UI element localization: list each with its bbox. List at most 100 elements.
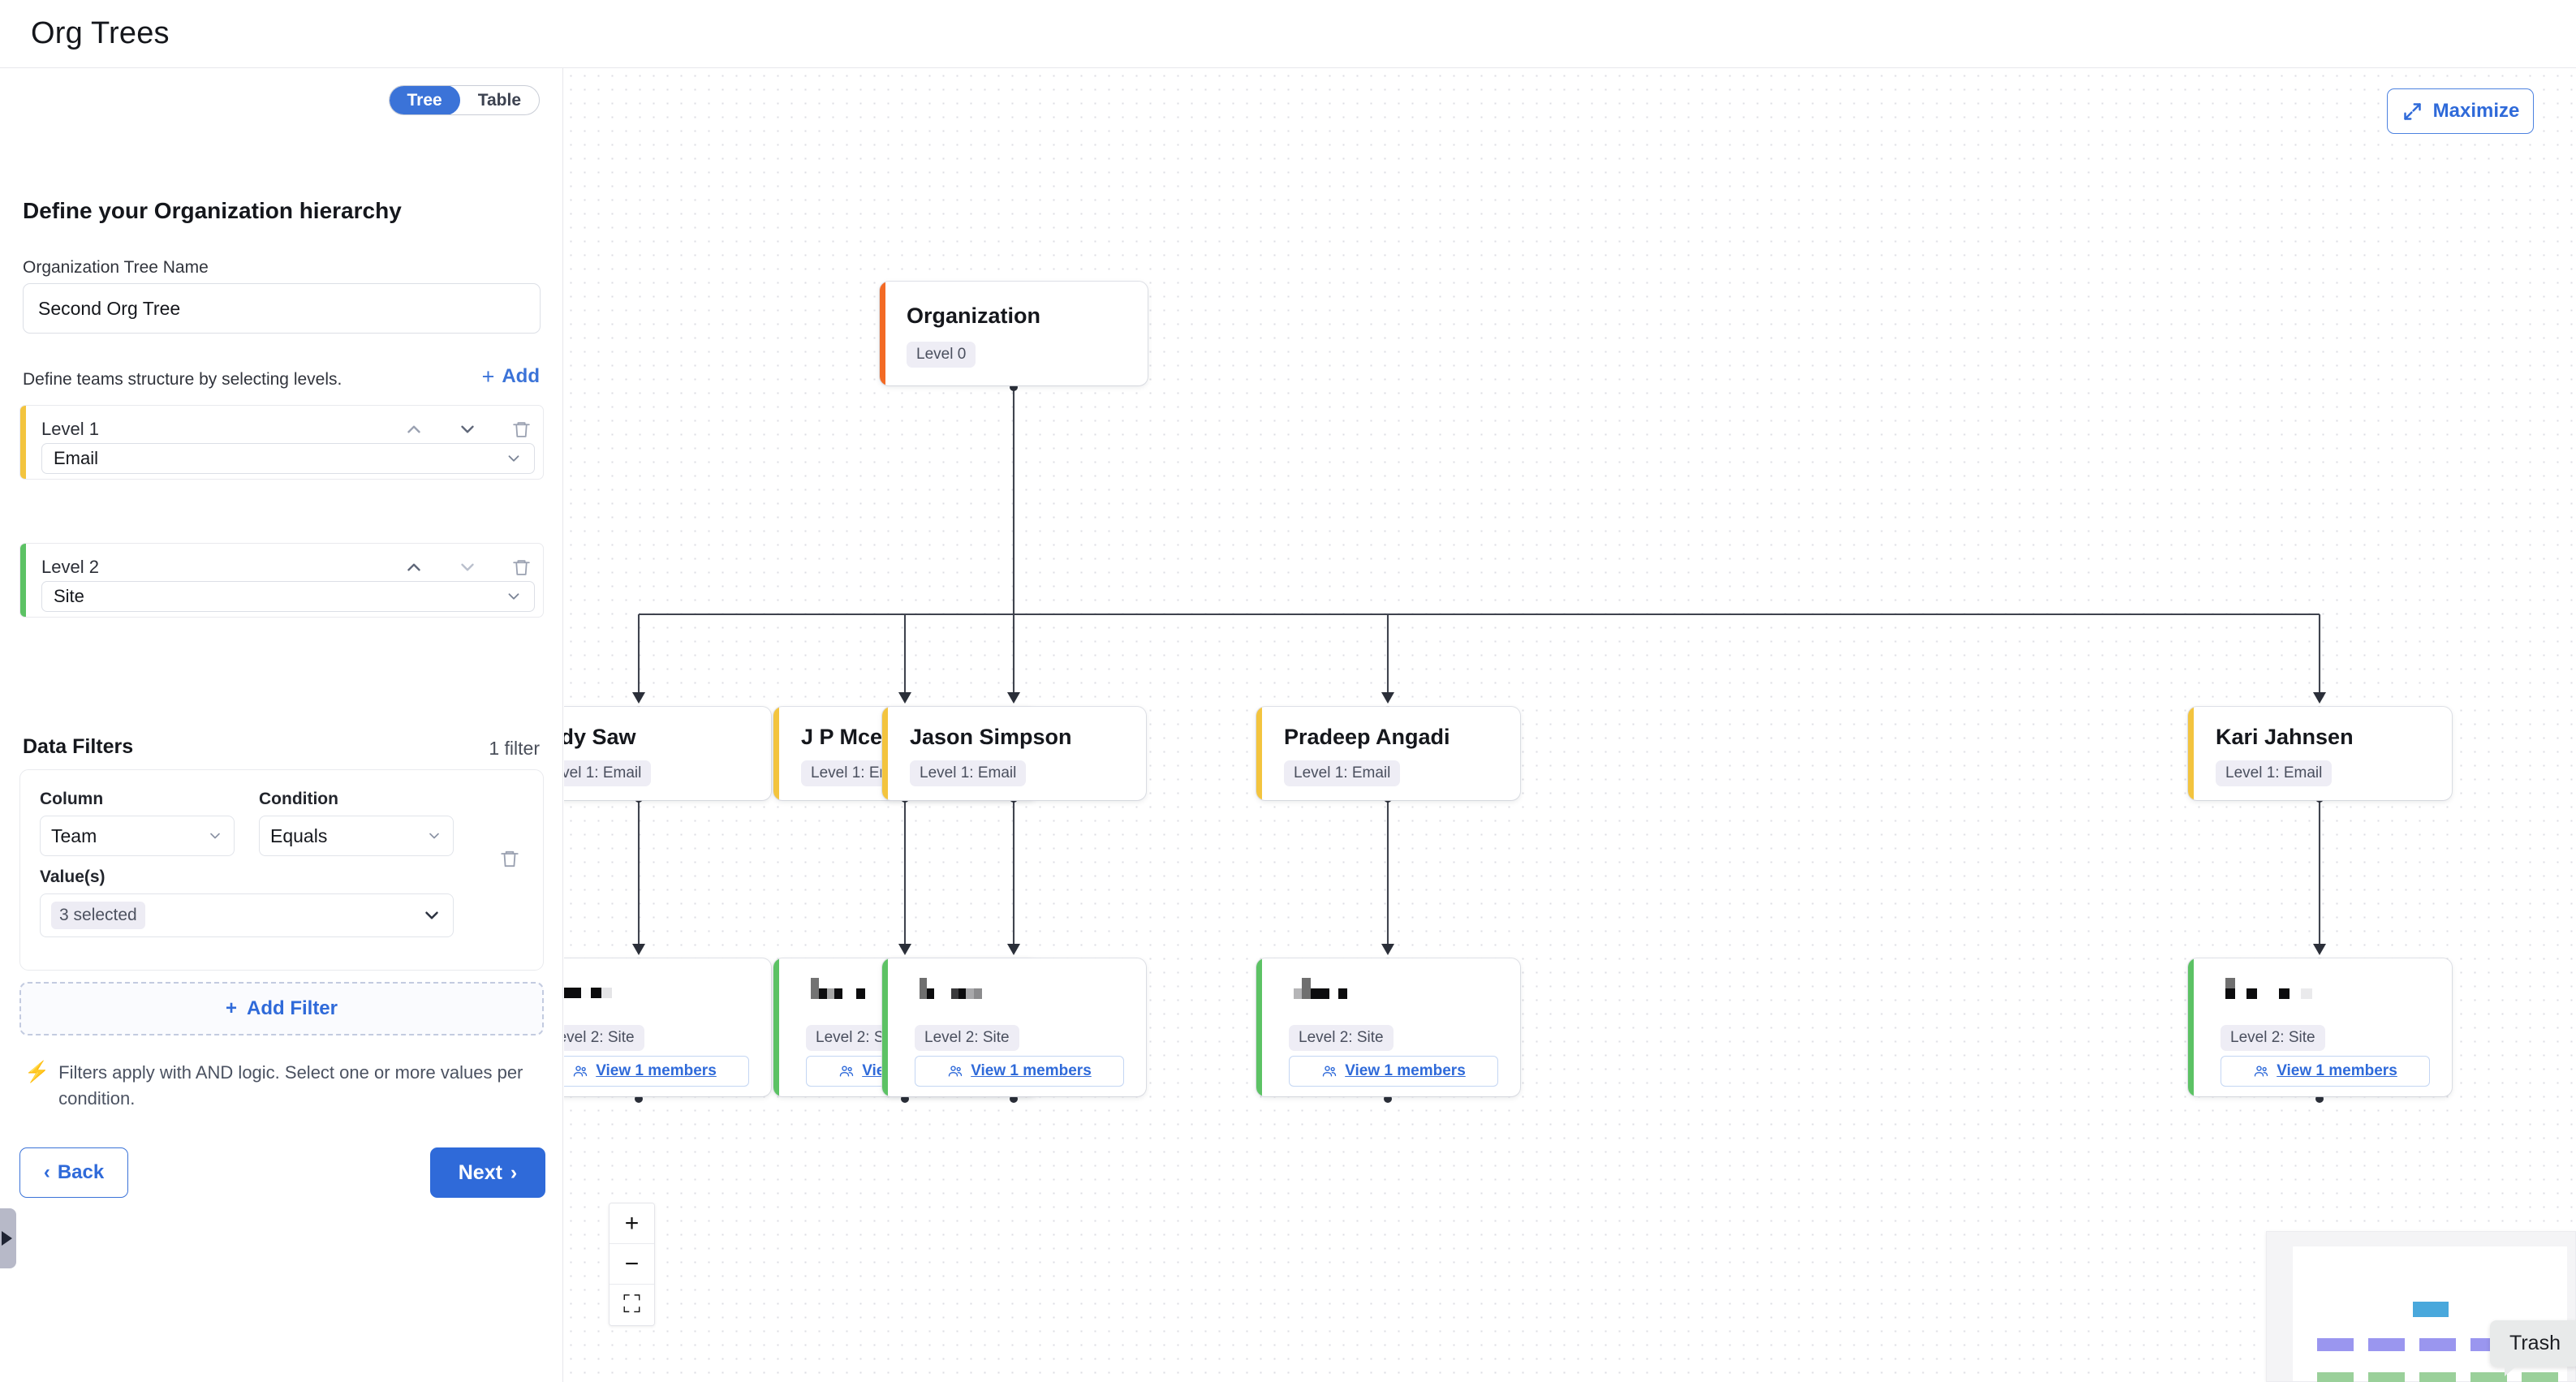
filter-values-label: Value(s): [40, 868, 106, 886]
node-accent-bar: [882, 707, 888, 800]
view-members-button[interactable]: View 1 members: [564, 1056, 749, 1087]
add-filter-label: Add Filter: [247, 997, 338, 1019]
plus-icon: +: [481, 364, 495, 389]
tab-tree[interactable]: Tree: [389, 86, 460, 114]
add-filter-button[interactable]: + Add Filter: [19, 982, 544, 1035]
redacted-node-title: [564, 978, 612, 998]
chevron-down-icon: [461, 425, 474, 433]
org-node-level2[interactable]: Level 2: Site View 1 members: [2188, 958, 2452, 1096]
move-level-1-down-button[interactable]: [457, 419, 478, 440]
chevron-left-icon: ‹: [43, 1161, 50, 1183]
filter-condition-label: Condition: [259, 790, 338, 808]
delete-level-1-button[interactable]: [510, 419, 532, 440]
org-node-root[interactable]: Organization Level 0: [880, 282, 1148, 385]
filters-note: ⚡ Filters apply with AND logic. Select o…: [24, 1060, 536, 1112]
org-name-label: Organization Tree Name: [23, 258, 209, 277]
org-name-input[interactable]: [23, 283, 541, 334]
zoom-controls: + − ⛶: [609, 1203, 655, 1326]
back-button[interactable]: ‹ Back: [19, 1147, 128, 1198]
org-node-level2[interactable]: Level 2: Site View 1 members: [564, 958, 771, 1096]
node-level-badge: Level 1: Email: [1284, 760, 1401, 786]
data-filters-title: Data Filters: [23, 735, 134, 758]
level-1-select[interactable]: Email: [41, 443, 535, 474]
minimap-level1-node: [2419, 1338, 2456, 1351]
node-accent-bar: [1256, 707, 1262, 800]
chevron-down-icon: [210, 833, 220, 839]
people-icon: [573, 1066, 588, 1077]
fit-view-button[interactable]: ⛶: [610, 1285, 654, 1325]
level-card-1[interactable]: Level 1 Email: [19, 405, 544, 480]
level-card-header: Level 1: [41, 419, 532, 440]
move-level-1-up-button[interactable]: [403, 419, 424, 440]
filter-row: Column Team Condition Equals Value(s) 3 …: [19, 769, 544, 971]
org-node-level1[interactable]: Kari Jahnsen Level 1: Email: [2188, 707, 2452, 800]
next-button[interactable]: Next ›: [430, 1147, 545, 1198]
node-level-badge: Level 2: Site: [564, 1025, 644, 1051]
chevron-up-icon: [407, 425, 420, 433]
sidebar-collapse-handle[interactable]: [0, 1208, 16, 1268]
org-tree-canvas[interactable]: Maximize: [564, 69, 2576, 1382]
move-level-2-down-button[interactable]: [457, 557, 478, 578]
filters-note-text: Filters apply with AND logic. Select one…: [58, 1062, 523, 1109]
filter-condition-value: Equals: [270, 824, 328, 846]
add-level-label: Add: [502, 365, 540, 387]
minimap-root-node: [2413, 1302, 2449, 1317]
node-accent-bar: [773, 707, 779, 800]
filter-column-select[interactable]: Team: [40, 816, 235, 856]
chevron-down-icon: [461, 563, 474, 571]
lightning-bolt-icon: ⚡: [24, 1061, 50, 1083]
node-accent-bar: [880, 282, 885, 385]
minimap-level2-node: [2419, 1372, 2456, 1382]
node-title: Jason Simpson: [910, 725, 1072, 749]
redacted-node-title: [2225, 978, 2312, 999]
view-members-label: View 1 members: [596, 1062, 717, 1079]
org-node-level2[interactable]: Level 2: Site View 1 members: [882, 958, 1146, 1096]
back-label: Back: [57, 1161, 105, 1183]
filter-condition-select[interactable]: Equals: [259, 816, 454, 856]
page-title: Org Trees: [31, 16, 170, 50]
plus-icon: +: [225, 997, 237, 1019]
add-level-button[interactable]: + Add: [482, 365, 540, 388]
delete-level-2-button[interactable]: [510, 557, 532, 578]
view-members-button[interactable]: View 1 members: [2221, 1056, 2430, 1087]
level-accent-bar: [20, 544, 26, 617]
delete-filter-button[interactable]: [499, 848, 520, 869]
node-level-badge: Level 1: Email: [2216, 760, 2333, 786]
trash-tooltip: Trash: [2490, 1320, 2576, 1376]
zoom-in-button[interactable]: +: [610, 1203, 654, 1244]
node-title: Organization: [907, 304, 1041, 328]
level-1-name: Level 1: [41, 419, 99, 439]
minimap[interactable]: Trash: [2266, 1231, 2576, 1382]
minimap-level2-node: [2522, 1372, 2558, 1382]
chevron-up-icon: [407, 563, 420, 571]
org-node-level1[interactable]: Judy Saw Level 1: Email: [564, 707, 771, 800]
node-accent-bar: [882, 958, 888, 1096]
people-icon: [1322, 1066, 1337, 1077]
redacted-node-title: [1294, 978, 1347, 999]
move-level-2-up-button[interactable]: [403, 557, 424, 578]
view-members-label: View 1 members: [971, 1062, 1092, 1079]
view-members-button[interactable]: View 1 members: [1289, 1056, 1498, 1087]
zoom-out-button[interactable]: −: [610, 1244, 654, 1285]
level-card-2[interactable]: Level 2 Site: [19, 543, 544, 618]
org-node-level2[interactable]: Level 2: Site View 1 members: [1256, 958, 1520, 1096]
org-node-level1[interactable]: Jason Simpson Level 1: Email: [882, 707, 1146, 800]
org-node-level1[interactable]: Pradeep Angadi Level 1: Email: [1256, 707, 1520, 800]
trash-icon: [512, 559, 530, 575]
maximize-button[interactable]: Maximize: [2387, 88, 2534, 134]
chevron-down-icon: [429, 833, 439, 839]
node-level-badge: Level 2: Site: [1289, 1025, 1394, 1051]
level-card-header: Level 2: [41, 557, 532, 578]
tab-table[interactable]: Table: [460, 86, 539, 114]
filter-values-select[interactable]: 3 selected: [40, 893, 454, 937]
view-members-button[interactable]: View 1 members: [915, 1056, 1124, 1087]
level-2-select[interactable]: Site: [41, 581, 535, 612]
minimap-level2-node: [2368, 1372, 2405, 1382]
node-accent-bar: [2188, 958, 2194, 1096]
filter-column-label: Column: [40, 790, 104, 808]
sidebar-heading: Define your Organization hierarchy: [23, 198, 402, 223]
trash-icon: [501, 850, 519, 867]
chevron-down-icon: [508, 593, 519, 600]
node-title: Kari Jahnsen: [2216, 725, 2354, 749]
